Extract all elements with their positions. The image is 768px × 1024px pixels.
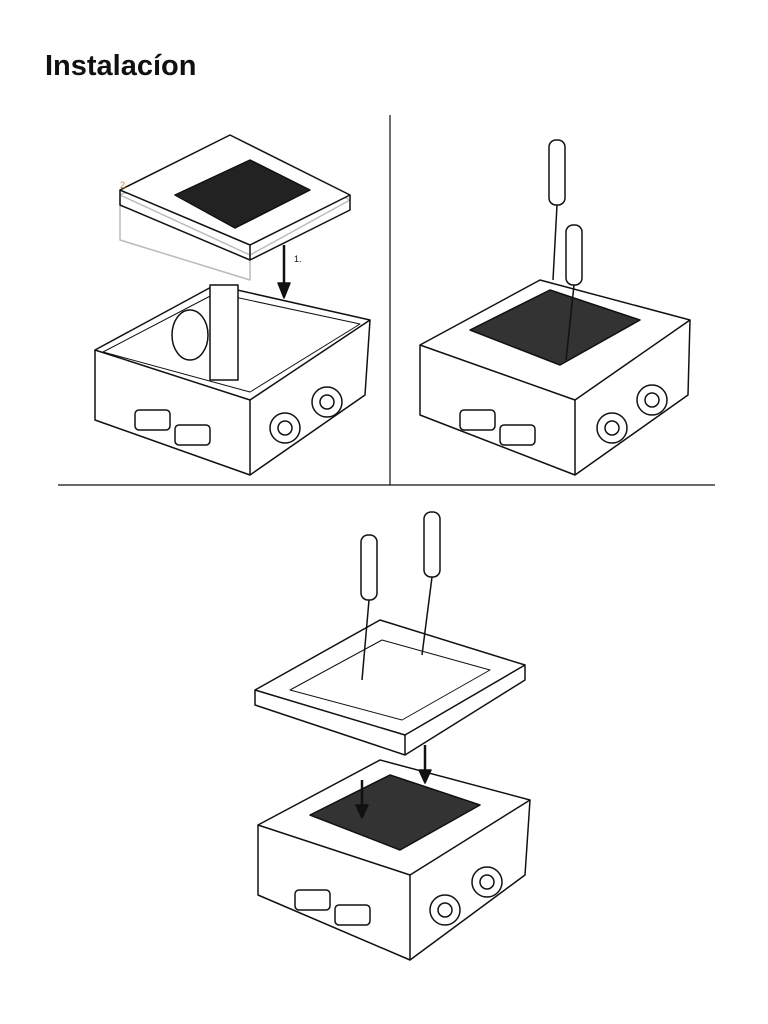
junction-box	[257, 759, 531, 961]
lid	[254, 619, 526, 756]
arrow-down-icon	[418, 745, 432, 784]
step-insert-module: 1. 2.	[94, 134, 371, 476]
step-fasten-module	[419, 139, 691, 476]
module	[119, 134, 351, 281]
step-fit-lid	[254, 511, 531, 961]
screwdriver-icon	[565, 224, 583, 361]
step-label-two: 2.	[120, 180, 128, 190]
step-label-one: 1.	[294, 254, 302, 264]
screwdriver-icon	[548, 139, 566, 281]
screwdriver-icon	[421, 511, 441, 656]
page-title: Instalacíon	[45, 50, 197, 82]
screwdriver-icon	[360, 534, 378, 681]
arrow-down-icon	[355, 780, 369, 819]
junction-box	[94, 284, 371, 476]
arrow-down-icon	[277, 245, 291, 299]
